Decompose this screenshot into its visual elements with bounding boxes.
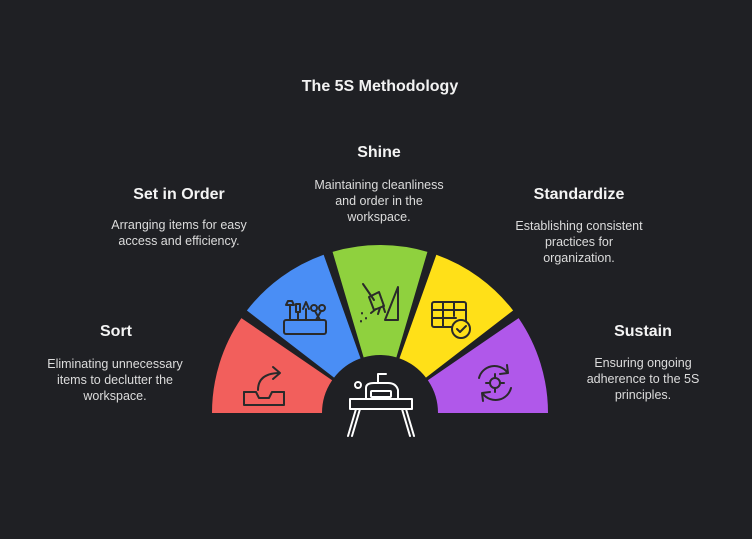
step-heading-sort: Sort: [100, 323, 132, 340]
description-line: organization.: [543, 251, 615, 265]
tray-arrow-icon: [243, 366, 285, 406]
description-line: workspace.: [347, 210, 411, 224]
description-line: and order in the: [335, 194, 423, 208]
description-line: workspace.: [83, 389, 147, 403]
cycle-gear-icon: [478, 364, 512, 402]
checklist-table-icon: [431, 301, 471, 339]
description-line: items to declutter the: [56, 373, 174, 387]
description-line: Ensuring ongoing: [594, 356, 692, 370]
arc-segment-set-in-order: [246, 254, 361, 378]
step-description-standardize: Establishing consistent practices for or…: [494, 218, 664, 266]
step-heading-shine: Shine: [357, 144, 401, 161]
arc-segment-shine: [332, 245, 428, 358]
arc-segment-standardize: [399, 254, 514, 378]
broom-icon: [360, 283, 399, 323]
description-line: Establishing consistent: [515, 219, 643, 233]
description-line: Maintaining cleanliness: [314, 178, 444, 192]
step-description-set-in-order: Arranging items for easy access and effi…: [94, 217, 264, 249]
description-line: principles.: [614, 388, 672, 402]
step-description-shine: Maintaining cleanliness and order in the…: [294, 177, 464, 225]
description-line: Eliminating unnecessary: [47, 357, 183, 371]
description-line: practices for: [544, 235, 614, 249]
step-heading-set-in-order: Set in Order: [133, 186, 225, 203]
arc-segments: [212, 245, 548, 413]
step-description-sort: Eliminating unnecessary items to declutt…: [30, 356, 200, 404]
step-heading-standardize: Standardize: [533, 186, 625, 203]
description-line: Arranging items for easy: [111, 218, 247, 232]
arc-segment-sort: [212, 318, 333, 413]
step-heading-sustain: Sustain: [614, 323, 672, 340]
arc-segment-sustain: [427, 318, 548, 413]
description-line: access and efficiency.: [118, 234, 240, 248]
description-line: adherence to the 5S: [586, 372, 700, 386]
workbench-icon: [347, 373, 415, 437]
step-description-sustain: Ensuring ongoing adherence to the 5S pri…: [558, 355, 728, 403]
page-title: The 5S Methodology: [301, 78, 459, 95]
tool-organizer-icon: [283, 300, 327, 335]
